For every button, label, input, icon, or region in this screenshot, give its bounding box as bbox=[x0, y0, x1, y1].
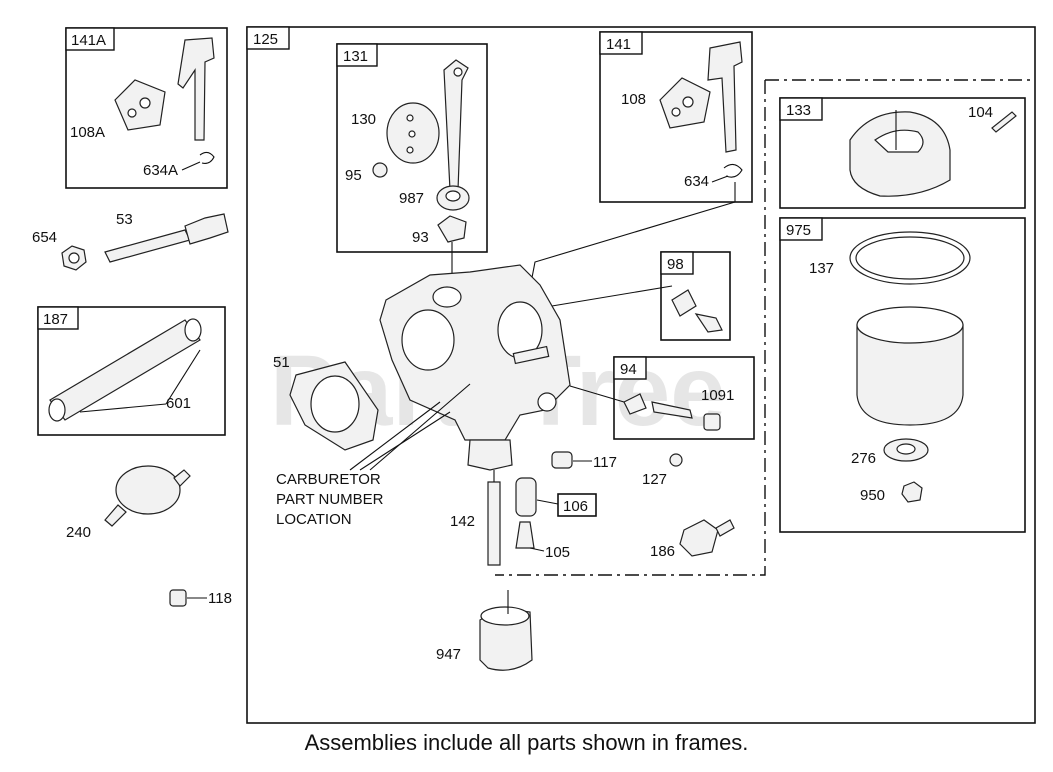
frame-tag-141 bbox=[599, 31, 643, 55]
frame-label-187: 187 bbox=[43, 311, 68, 328]
frame-141 bbox=[599, 31, 753, 203]
label-105: 105 bbox=[545, 544, 570, 561]
plug-118 bbox=[169, 589, 187, 607]
label-137: 137 bbox=[809, 260, 834, 277]
label-240: 240 bbox=[66, 524, 91, 541]
label-1091: 1091 bbox=[701, 387, 734, 404]
label-654: 654 bbox=[32, 229, 57, 246]
float-bowl-975 bbox=[856, 324, 964, 426]
fitting-186 bbox=[679, 519, 719, 557]
frame-label-975: 975 bbox=[786, 222, 811, 239]
label-634A: 634A bbox=[143, 162, 178, 179]
screw-117 bbox=[551, 451, 573, 469]
frame-label-98: 98 bbox=[667, 256, 684, 273]
label-947: 947 bbox=[436, 646, 461, 663]
note-line-1: CARBURETOR bbox=[276, 471, 381, 488]
label-51: 51 bbox=[273, 354, 290, 371]
ball-127 bbox=[669, 453, 683, 467]
frame-tag-133 bbox=[779, 97, 823, 121]
frame-106 bbox=[557, 493, 597, 517]
screw-95 bbox=[372, 162, 388, 178]
screw-98 bbox=[694, 313, 723, 333]
frame-label-133: 133 bbox=[786, 102, 811, 119]
label-104: 104 bbox=[968, 104, 993, 121]
frame-141A bbox=[65, 27, 228, 189]
frame-label-106: 106 bbox=[563, 498, 588, 515]
label-130: 130 bbox=[351, 111, 376, 128]
label-117: 117 bbox=[593, 454, 617, 471]
label-95: 95 bbox=[345, 167, 362, 184]
spring-94 bbox=[623, 393, 647, 415]
spring-98 bbox=[671, 289, 697, 317]
frame-label-125: 125 bbox=[253, 31, 278, 48]
label-118: 118 bbox=[208, 590, 232, 607]
frame-tag-975 bbox=[779, 217, 823, 241]
pin-104 bbox=[991, 111, 1017, 133]
frame-131 bbox=[336, 43, 488, 253]
label-53: 53 bbox=[116, 211, 133, 228]
label-186: 186 bbox=[650, 543, 675, 560]
float-133 bbox=[849, 111, 951, 197]
cap-1091 bbox=[703, 413, 721, 431]
label-987: 987 bbox=[399, 190, 424, 207]
label-950: 950 bbox=[860, 487, 885, 504]
label-276: 276 bbox=[851, 450, 876, 467]
note-line-2: PART NUMBER bbox=[276, 491, 384, 508]
frame-975 bbox=[779, 217, 1026, 533]
seat-106 bbox=[515, 477, 537, 517]
fitting-53 bbox=[104, 229, 191, 263]
frame-187 bbox=[37, 306, 226, 436]
label-634: 634 bbox=[684, 173, 709, 190]
fuel-filter-240 bbox=[115, 465, 181, 515]
label-127: 127 bbox=[642, 471, 667, 488]
frame-tag-94 bbox=[613, 356, 647, 380]
label-93: 93 bbox=[412, 229, 429, 246]
frame-label-141: 141 bbox=[606, 36, 631, 53]
frame-125 bbox=[246, 26, 1036, 724]
tube-142 bbox=[487, 481, 501, 566]
frame-94 bbox=[613, 356, 755, 440]
choke-shaft-141 bbox=[707, 41, 743, 153]
label-108A: 108A bbox=[70, 124, 105, 141]
screw-950 bbox=[901, 481, 923, 503]
frame-label-94: 94 bbox=[620, 361, 637, 378]
lever-141A bbox=[177, 37, 215, 141]
seal-93 bbox=[437, 215, 467, 243]
frame-tag-125 bbox=[246, 26, 290, 50]
frame-note-caption: Assemblies include all parts shown in fr… bbox=[304, 730, 749, 755]
needle-94 bbox=[651, 401, 693, 419]
label-108: 108 bbox=[621, 91, 646, 108]
frame-tag-98 bbox=[660, 251, 694, 275]
label-142: 142 bbox=[450, 513, 475, 530]
frame-tag-131 bbox=[336, 43, 378, 67]
frame-label-131: 131 bbox=[343, 48, 368, 65]
label-601: 601 bbox=[166, 395, 191, 412]
throttle-shaft-131 bbox=[443, 59, 469, 191]
needle-105 bbox=[515, 521, 535, 549]
frame-tag-141A bbox=[65, 27, 115, 51]
frame-tag-187 bbox=[37, 306, 79, 330]
note-line-3: LOCATION bbox=[276, 511, 352, 528]
frame-label-141A: 141A bbox=[71, 32, 106, 49]
frame-133 bbox=[779, 97, 1026, 209]
frame-98 bbox=[660, 251, 731, 341]
